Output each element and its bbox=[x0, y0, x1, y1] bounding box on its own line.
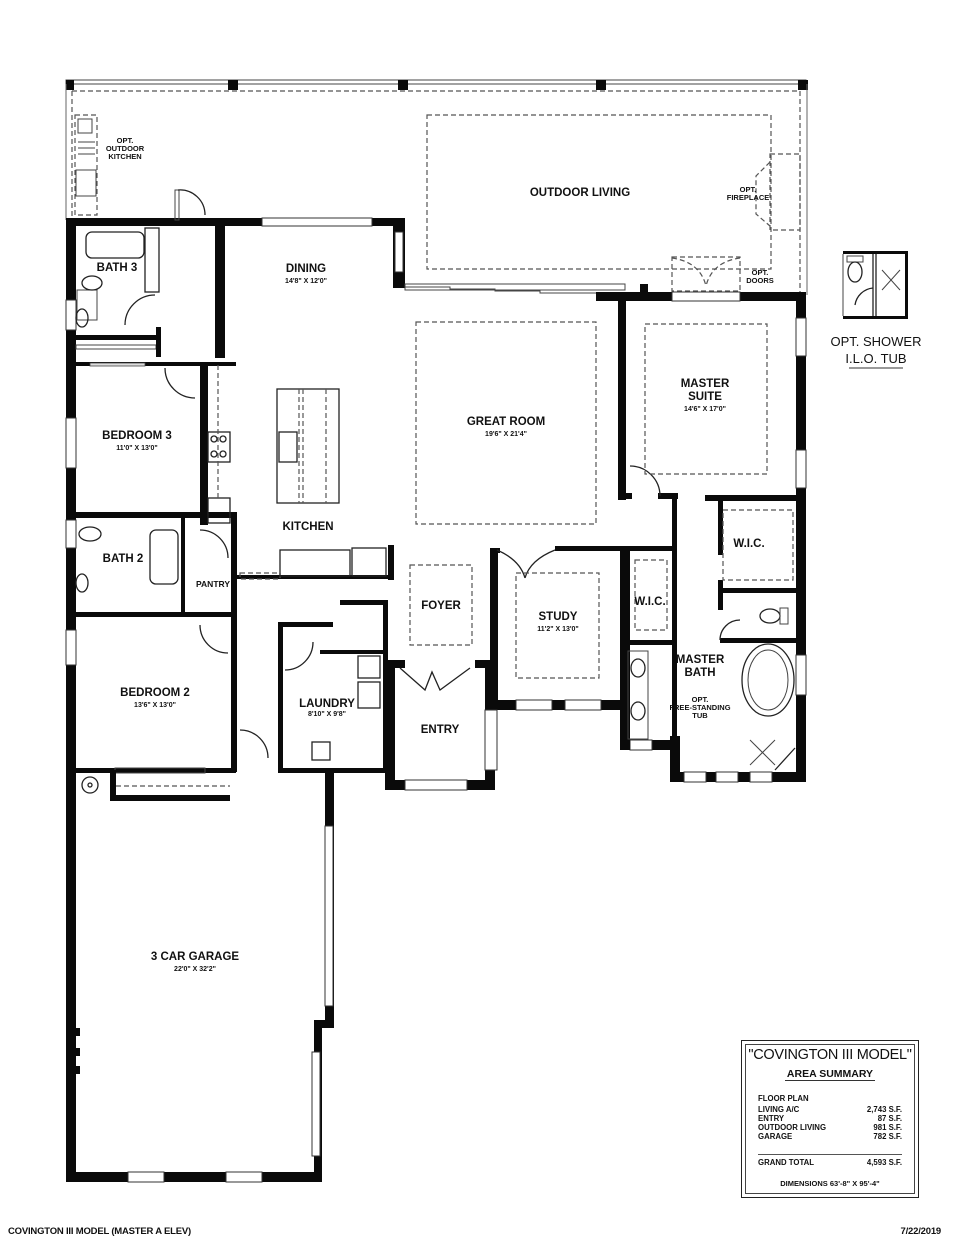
study-ceiling-outline bbox=[515, 572, 600, 679]
entry-label: ENTRY bbox=[421, 724, 460, 736]
master-suite-label-2: SUITE bbox=[688, 391, 722, 403]
opt-outdoor-kitchen-label-3: KITCHEN bbox=[108, 152, 141, 161]
area-summary-subtitle: AREA SUMMARY bbox=[742, 1068, 918, 1081]
bath3-label: BATH 3 bbox=[97, 262, 138, 274]
area-row-living: LIVING A/C 2,743 S.F. bbox=[758, 1105, 902, 1114]
grand-total-label: GRAND TOTAL bbox=[758, 1158, 815, 1167]
bedroom2-dims: 13'6" X 13'0" bbox=[134, 702, 176, 709]
area-summary-subtitle-text: AREA SUMMARY bbox=[784, 1068, 876, 1081]
kitchen-label: KITCHEN bbox=[282, 521, 333, 533]
garage-label: 3 CAR GARAGE bbox=[151, 951, 240, 963]
great-room-dims: 19'6" X 21'4" bbox=[485, 431, 527, 438]
wic-label-1: W.I.C. bbox=[733, 538, 764, 550]
opt-shower-detail: OPT. SHOWER I.L.O. TUB bbox=[830, 251, 922, 369]
bedroom3-dims: 11'0" X 13'0" bbox=[116, 445, 158, 452]
area-summary-title: "COVINGTON III MODEL" bbox=[748, 1047, 912, 1063]
room-labels: OUTDOOR LIVING OPT. OUTDOOR KITCHEN OPT.… bbox=[97, 136, 774, 973]
great-room-label: GREAT ROOM bbox=[467, 416, 545, 428]
area-summary-inner-border bbox=[745, 1044, 915, 1194]
great-room-ceiling-outline bbox=[415, 321, 597, 525]
foyer-ceiling-outline bbox=[409, 564, 473, 646]
area-row-label: ENTRY bbox=[758, 1114, 785, 1123]
area-row-outdoor-living: OUTDOOR LIVING 981 S.F. bbox=[758, 1123, 902, 1132]
area-row-value: 2,743 S.F. bbox=[866, 1105, 902, 1114]
master-bath-label-1: MASTER bbox=[676, 654, 725, 666]
opt-doors-label-2: DOORS bbox=[746, 276, 774, 285]
door-swings bbox=[124, 189, 741, 759]
floor-plan-section-label: FLOOR PLAN bbox=[758, 1094, 902, 1103]
pantry-label: PANTRY bbox=[196, 579, 230, 589]
bedroom2-label: BEDROOM 2 bbox=[120, 687, 190, 699]
laundry-label: LAUNDRY bbox=[299, 698, 355, 710]
opt-doors-label-1: OPT. bbox=[752, 268, 769, 277]
opt-tub-label-2: FREE-STANDING bbox=[669, 703, 730, 712]
overall-dimensions: DIMENSIONS 63'-8" X 95'-4" bbox=[780, 1179, 880, 1188]
master-suite-label-1: MASTER bbox=[681, 378, 730, 390]
opt-fireplace-label-1: OPT. bbox=[740, 185, 757, 194]
study-dims: 11'2" X 13'0" bbox=[537, 626, 579, 633]
opt-tub-label-3: TUB bbox=[692, 711, 708, 720]
opt-shower-line1: OPT. SHOWER bbox=[830, 334, 921, 349]
study-label: STUDY bbox=[539, 611, 578, 623]
area-row-value: 782 S.F. bbox=[873, 1132, 902, 1141]
area-row-label: OUTDOOR LIVING bbox=[758, 1123, 827, 1132]
opt-shower-line2: I.L.O. TUB bbox=[845, 351, 906, 366]
area-summary-box: "COVINGTON III MODEL" AREA SUMMARY FLOOR… bbox=[741, 1040, 919, 1198]
opt-outdoor-kitchen-label-2: OUTDOOR bbox=[106, 144, 145, 153]
dining-label: DINING bbox=[286, 263, 326, 275]
outdoor-living-label: OUTDOOR LIVING bbox=[530, 187, 630, 199]
area-row-grand-total: GRAND TOTAL 4,593 S.F. bbox=[758, 1158, 902, 1167]
foyer-label: FOYER bbox=[421, 600, 461, 612]
area-row-label: LIVING A/C bbox=[758, 1105, 800, 1114]
bedroom3-label: BEDROOM 3 bbox=[102, 430, 172, 442]
master-suite-dims: 14'6" X 17'0" bbox=[684, 406, 726, 413]
grand-total-value: 4,593 S.F. bbox=[866, 1158, 902, 1167]
area-row-label: GARAGE bbox=[758, 1132, 793, 1141]
dining-dims: 14'8" X 12'0" bbox=[285, 278, 327, 285]
opt-outdoor-kitchen-label-1: OPT. bbox=[117, 136, 134, 145]
footer-date: 7/22/2019 bbox=[900, 1226, 942, 1237]
area-row-value: 981 S.F. bbox=[873, 1123, 902, 1132]
walls bbox=[65, 189, 807, 1183]
opt-fireplace-label-2: FIREPLACE bbox=[727, 193, 770, 202]
footer-model-name: COVINGTON III MODEL (MASTER A ELEV) bbox=[8, 1226, 192, 1237]
total-divider bbox=[758, 1154, 902, 1155]
area-row-value: 87 S.F. bbox=[877, 1114, 902, 1123]
section-label-text: FLOOR PLAN bbox=[758, 1094, 809, 1103]
area-row-garage: GARAGE 782 S.F. bbox=[758, 1132, 902, 1141]
fixtures bbox=[75, 227, 796, 794]
garage-dims: 22'0" X 32'2" bbox=[174, 966, 216, 973]
area-row-entry: ENTRY 87 S.F. bbox=[758, 1114, 902, 1123]
laundry-dims: 8'10" X 9'8" bbox=[308, 711, 346, 718]
wic-label-2: W.I.C. bbox=[634, 596, 665, 608]
master-bath-label-2: BATH bbox=[684, 667, 715, 679]
master-suite-ceiling-outline bbox=[644, 323, 768, 475]
bath2-label: BATH 2 bbox=[103, 553, 144, 565]
opt-tub-label-1: OPT. bbox=[692, 695, 709, 704]
outdoor-living-area bbox=[65, 79, 808, 295]
